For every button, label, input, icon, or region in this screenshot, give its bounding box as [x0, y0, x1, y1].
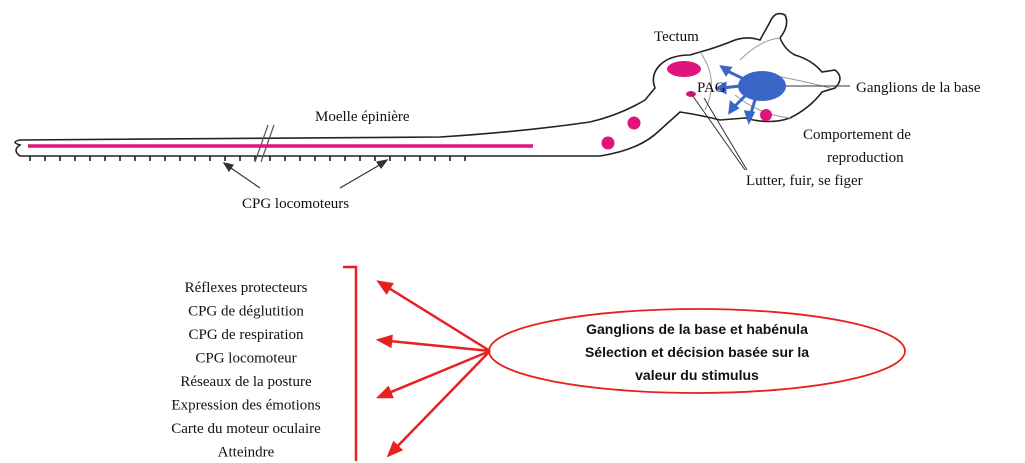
- function-list-item: Carte du moteur oculaire: [171, 421, 321, 437]
- reproduction-label-line1: Comportement de: [803, 127, 911, 143]
- tectum-nucleus: [667, 61, 701, 77]
- red-bracket: [343, 265, 358, 461]
- function-list-item: Réseaux de la posture: [180, 374, 312, 390]
- hindbrain-nucleus-2: [601, 136, 615, 150]
- reproduction-label-line2: reproduction: [827, 150, 904, 166]
- selection-arrowhead: [375, 334, 393, 349]
- fight-flight-label: Lutter, fuir, se figer: [746, 173, 863, 189]
- basal-ganglia-arrows: [714, 65, 757, 125]
- cpg-arrows: [222, 159, 389, 189]
- spinal-break-mark: [254, 124, 275, 163]
- function-list-item: CPG de respiration: [189, 327, 304, 343]
- hypothalamus-nucleus: [760, 109, 772, 121]
- selection-arrowhead: [376, 280, 394, 295]
- selection-arrow: [386, 339, 491, 353]
- hindbrain-nucleus-1: [627, 116, 641, 130]
- function-list-item: Atteindre: [218, 445, 275, 461]
- function-list-item: Expression des émotions: [171, 398, 320, 414]
- selection-line1: Ganglions de la base et habénula: [586, 321, 808, 337]
- selection-arrowhead: [375, 385, 394, 399]
- pag-label: PAG: [697, 80, 726, 96]
- function-list-item: CPG locomoteur: [195, 351, 296, 367]
- basal-ganglia-label: Ganglions de la base: [856, 80, 981, 96]
- selection-arrow: [385, 285, 491, 353]
- selection-arrow: [393, 350, 491, 451]
- selection-arrows: [375, 280, 491, 458]
- spinal-ticks: [29, 156, 466, 161]
- spinal-cord-label: Moelle épinière: [315, 109, 410, 125]
- selection-arrowhead: [386, 440, 404, 458]
- function-list-item: CPG de déglutition: [188, 304, 304, 320]
- leader-lines: [689, 85, 850, 171]
- tectum-label: Tectum: [654, 29, 699, 45]
- locomotor-cpg-label: CPG locomoteurs: [242, 196, 349, 212]
- selection-line3: valeur du stimulus: [635, 367, 759, 383]
- selection-line2: Sélection et décision basée sur la: [585, 344, 809, 360]
- basal-ganglia-blob: [738, 71, 786, 101]
- function-list-item: Réflexes protecteurs: [185, 280, 308, 296]
- brain-internal-lines: [699, 37, 831, 119]
- selection-arrow: [385, 349, 491, 396]
